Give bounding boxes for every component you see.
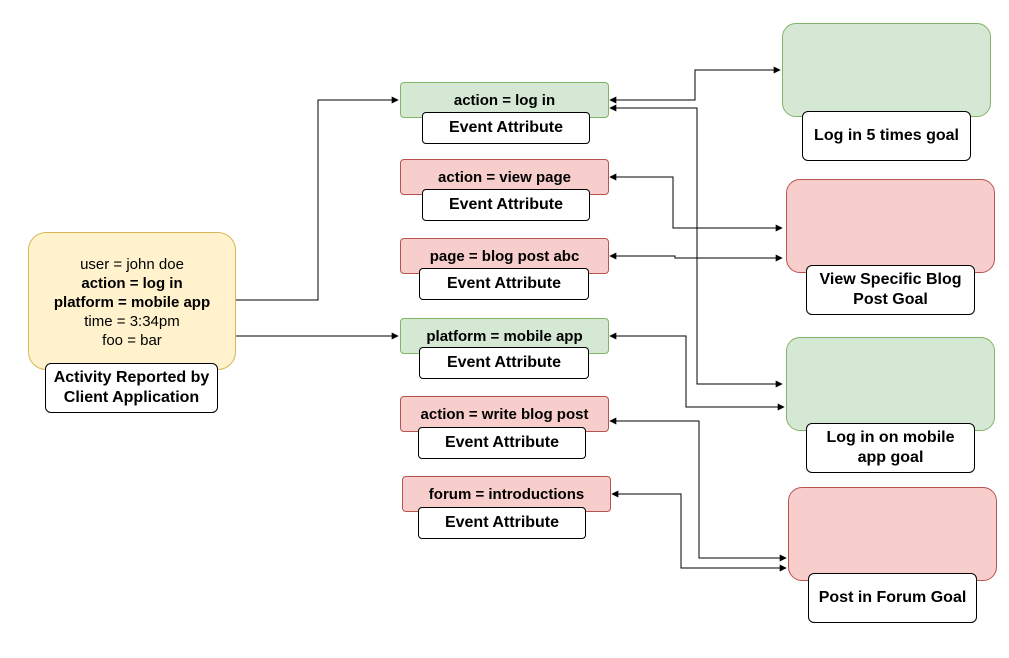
attribute-forum-condition: forum = introductions	[402, 476, 611, 512]
connector-goal4-forum	[611, 490, 787, 572]
connector-goal3-login	[609, 104, 783, 388]
goal-view-blog-post-label: View Specific Blog Post Goal	[806, 265, 975, 315]
activity-source-caption: Activity Reported by Client Application	[45, 363, 218, 413]
attribute-login-label: Event Attribute	[422, 112, 590, 144]
connector-goal1-login	[609, 66, 781, 104]
goal-post-forum-box	[788, 487, 997, 581]
goal-login-5-times-box	[782, 23, 991, 117]
connector-goal3-platform	[609, 332, 785, 411]
connector-goal2-viewpage	[609, 173, 783, 232]
goal-view-blog-post-box	[786, 179, 995, 273]
activity-line-user: user = john doe	[80, 256, 184, 273]
attribute-writepost-condition: action = write blog post	[400, 396, 609, 432]
activity-source-box: user = john doe action = log in platform…	[28, 232, 236, 370]
activity-line-time: time = 3:34pm	[84, 313, 180, 330]
attribute-platform-label: Event Attribute	[419, 347, 589, 379]
connector-goal4-writepost	[609, 417, 787, 562]
goal-login-mobile-box	[786, 337, 995, 431]
attribute-blogpost-label: Event Attribute	[419, 268, 589, 300]
goal-login-5-times-label: Log in 5 times goal	[802, 111, 971, 161]
goal-login-mobile-label: Log in on mobile app goal	[806, 423, 975, 473]
activity-line-action: action = log in	[81, 275, 183, 292]
attribute-forum-label: Event Attribute	[418, 507, 586, 539]
activity-line-platform: platform = mobile app	[53, 294, 211, 311]
attribute-writepost-label: Event Attribute	[418, 427, 586, 459]
connector-source-to-login	[236, 96, 399, 301]
activity-line-foo: foo = bar	[102, 332, 162, 349]
goal-post-forum-label: Post in Forum Goal	[808, 573, 977, 623]
attribute-viewpage-label: Event Attribute	[422, 189, 590, 221]
connector-goal2-blogpost	[609, 252, 783, 262]
